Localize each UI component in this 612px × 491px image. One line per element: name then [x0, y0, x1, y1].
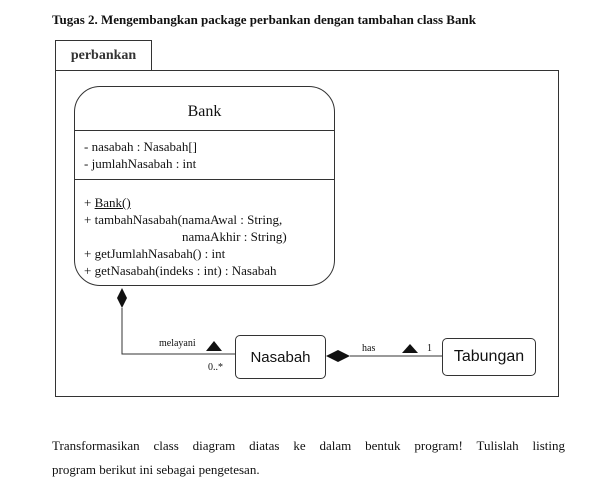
bank-operations: + Bank() + tambahNasabah(namaAwal : Stri… [84, 194, 287, 279]
attribute-nasabah: - nasabah : Nasabah[] [84, 139, 197, 154]
package-name: perbankan [70, 48, 137, 63]
bank-nasabah-association-line [121, 308, 235, 355]
bank-class-name: Bank [187, 103, 222, 120]
instruction-paragraph: Transformasikan class diagram diatas ke … [52, 434, 565, 482]
task-heading: Tugas 2. Mengembangkan package perbankan… [52, 12, 476, 27]
package-frame [55, 70, 559, 397]
nasabah-class-box: Nasabah [235, 335, 326, 379]
bank-attribute-separator [75, 130, 334, 131]
nasabah-multiplicity: 0..* [208, 362, 223, 373]
bank-composition-diamond [117, 288, 127, 308]
constructor-visibility: + [84, 195, 95, 210]
has-label: has [362, 343, 376, 354]
tabungan-multiplicity: 1 [427, 343, 432, 354]
instruction-line-1: Transformasikan class diagram diatas ke … [52, 438, 565, 453]
constructor-name: Bank() [94, 195, 131, 210]
package-tab: perbankan [55, 40, 152, 70]
operation-constructor: + Bank() [84, 194, 287, 211]
operation-tambah-nasabah-cont: namaAkhir : String) [182, 229, 287, 244]
attribute-jumlah-nasabah: - jumlahNasabah : int [84, 156, 197, 171]
has-direction-arrow [402, 344, 418, 353]
melayani-direction-arrow [206, 341, 222, 351]
instruction-line-2: program berikut ini sebagai pengetesan. [52, 462, 260, 477]
melayani-label: melayani [159, 338, 196, 349]
bank-operation-separator [75, 179, 334, 180]
operation-tambah-nasabah: + tambahNasabah(namaAwal : String, [84, 212, 283, 227]
tabungan-class-box: Tabungan [442, 338, 536, 376]
operation-get-jumlah-nasabah: + getJumlahNasabah() : int [84, 246, 226, 261]
nasabah-composition-diamond [326, 350, 350, 362]
nasabah-class-name: Nasabah [250, 349, 311, 366]
bank-class-box: Bank - nasabah : Nasabah[] - jumlahNasab… [74, 86, 335, 286]
bank-attributes: - nasabah : Nasabah[] - jumlahNasabah : … [84, 138, 197, 172]
tabungan-class-name: Tabungan [453, 348, 525, 365]
operation-get-nasabah: + getNasabah(indeks : int) : Nasabah [84, 263, 277, 278]
